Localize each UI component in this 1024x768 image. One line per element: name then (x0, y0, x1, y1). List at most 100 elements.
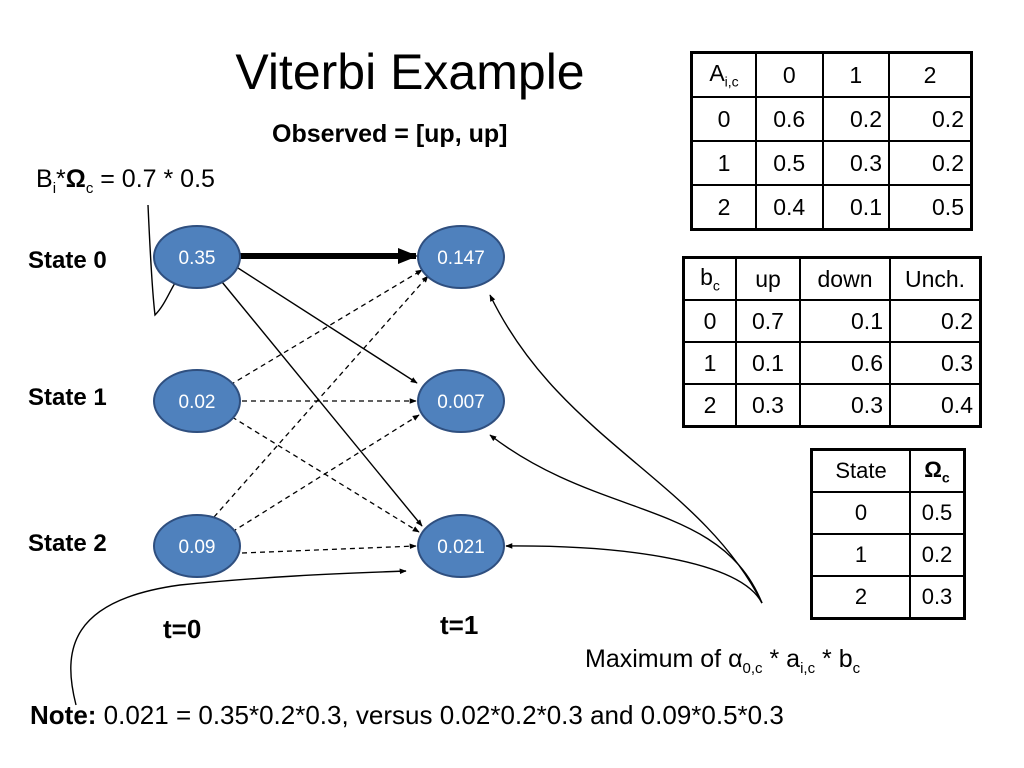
max-pointer-to-node-1 (489, 434, 763, 604)
node-t0-state0: 0.35 (153, 225, 241, 289)
observed-sequence: Observed = [up, up] (272, 120, 508, 148)
b-symbol: B (36, 165, 53, 193)
row-state: 1 (810, 533, 911, 577)
initial-probability-table: State Ωc 0 0.5 1 0.2 2 0.3 (810, 448, 966, 620)
b-symbol: b (700, 264, 713, 291)
table-a-col: 2 (888, 51, 973, 98)
table-cell: 0.2 (909, 533, 966, 577)
b-omega-formula: Bi*Ωc = 0.7 * 0.5 (36, 165, 215, 197)
table-o-omega-header: Ωc (909, 448, 966, 493)
table-cell: 0.5 (755, 140, 824, 186)
table-cell: 0.7 (735, 299, 801, 343)
node-t1-state0-value: 0.147 (437, 248, 485, 269)
table-row: 2 0.4 0.1 0.5 (690, 184, 973, 231)
transition-0-to-1 (237, 267, 418, 384)
row-state: 2 (690, 184, 757, 231)
table-cell: 0.2 (889, 299, 982, 343)
row-state: 2 (682, 383, 737, 428)
state-0-label: State 0 (28, 247, 107, 274)
table-cell: 0.4 (889, 383, 982, 428)
state-1-label: State 1 (28, 384, 107, 411)
table-cell: 0.6 (755, 96, 824, 142)
table-b-col: down (799, 256, 891, 301)
max-end: * b (815, 645, 853, 673)
max-text: Maximum of α (585, 645, 743, 673)
row-state: 0 (690, 96, 757, 142)
table-b-corner: bc (682, 256, 737, 301)
b-subscript: i (52, 180, 57, 197)
table-cell: 0.4 (755, 184, 824, 231)
node-t0-state1: 0.02 (153, 369, 241, 433)
table-row: 2 0.3 (810, 575, 966, 620)
row-state: 2 (810, 575, 911, 620)
table-cell: 0.1 (799, 299, 891, 343)
node-t1-state0: 0.147 (417, 225, 505, 289)
node-t1-state1-value: 0.007 (437, 392, 485, 413)
transition-1-to-0 (229, 269, 423, 386)
maximum-label: Maximum of α0,c * ai,c * bc (585, 645, 860, 677)
row-state: 0 (682, 299, 737, 343)
table-row: 0 0.6 0.2 0.2 (690, 96, 973, 142)
note-pointer-arrow (70, 568, 407, 706)
node-t0-state2-value: 0.09 (179, 537, 216, 558)
time-1-label: t=1 (440, 610, 479, 640)
max-sub-1: 0,c (742, 660, 763, 677)
transition-matrix-table: Ai,c 0 1 2 0 0.6 0.2 0.2 1 0.5 0.3 0.2 2… (690, 51, 973, 231)
max-pointer-to-node-2 (505, 543, 763, 604)
formula-rest: = 0.7 * 0.5 (93, 165, 215, 193)
emission-table: bc up down Unch. 0 0.7 0.1 0.2 1 0.1 0.6… (682, 256, 982, 428)
a-symbol: A (709, 60, 725, 87)
table-row: 0 0.5 (810, 491, 966, 535)
row-state: 1 (682, 341, 737, 385)
node-t1-state2-value: 0.021 (437, 537, 485, 558)
table-cell: 0.6 (799, 341, 891, 385)
max-sub-2: i,c (800, 660, 816, 677)
table-row: 1 0.5 0.3 0.2 (690, 140, 973, 186)
b-subscript: c (712, 277, 720, 294)
node-t0-state1-value: 0.02 (179, 392, 216, 413)
row-state: 0 (810, 491, 911, 535)
table-cell: 0.5 (909, 491, 966, 535)
table-cell: 0.3 (821, 140, 890, 186)
transition-0-to-2 (221, 281, 423, 527)
table-cell: 0.3 (735, 383, 801, 428)
table-cell: 0.1 (735, 341, 801, 385)
table-b-col: up (735, 256, 801, 301)
a-subscript: i,c (724, 73, 739, 90)
table-cell: 0.2 (821, 96, 890, 142)
table-cell: 0.3 (889, 341, 982, 385)
time-0-label: t=0 (163, 614, 202, 644)
table-cell: 0.3 (909, 575, 966, 620)
node-t1-state2: 0.021 (417, 514, 505, 578)
omega-subscript: c (941, 469, 950, 486)
table-a-col: 0 (755, 51, 824, 98)
node-t1-state1: 0.007 (417, 369, 505, 433)
max-sub-3: c (852, 660, 861, 677)
table-row: 1 0.1 0.6 0.3 (682, 341, 982, 385)
row-state: 1 (690, 140, 757, 186)
note-text: Note: 0.021 = 0.35*0.2*0.3, versus 0.02*… (30, 700, 784, 731)
table-a-corner: Ai,c (690, 51, 757, 98)
note-bold: Note: (30, 700, 97, 730)
omega-symbol: Ω (924, 456, 942, 482)
table-o-state-header: State (810, 448, 911, 493)
table-cell: 0.2 (888, 140, 973, 186)
omega-subscript: c (85, 180, 94, 197)
max-pointer-to-node-0 (489, 294, 763, 604)
table-a-header: Ai,c 0 1 2 (690, 51, 973, 98)
table-row: 2 0.3 0.3 0.4 (682, 383, 982, 428)
table-cell: 0.2 (888, 96, 973, 142)
formula-pointer-arrow (147, 204, 179, 317)
transition-1-to-2 (231, 416, 420, 533)
table-b-header: bc up down Unch. (682, 256, 982, 301)
state-2-label: State 2 (28, 530, 107, 557)
slide-title: Viterbi Example (235, 44, 585, 100)
table-row: 1 0.2 (810, 533, 966, 577)
table-a-col: 1 (821, 51, 890, 98)
transition-2-to-2 (241, 543, 417, 554)
table-b-col: Unch. (889, 256, 982, 301)
table-row: 0 0.7 0.1 0.2 (682, 299, 982, 343)
node-t0-state2: 0.09 (153, 514, 241, 578)
node-t0-state0-value: 0.35 (179, 248, 216, 269)
